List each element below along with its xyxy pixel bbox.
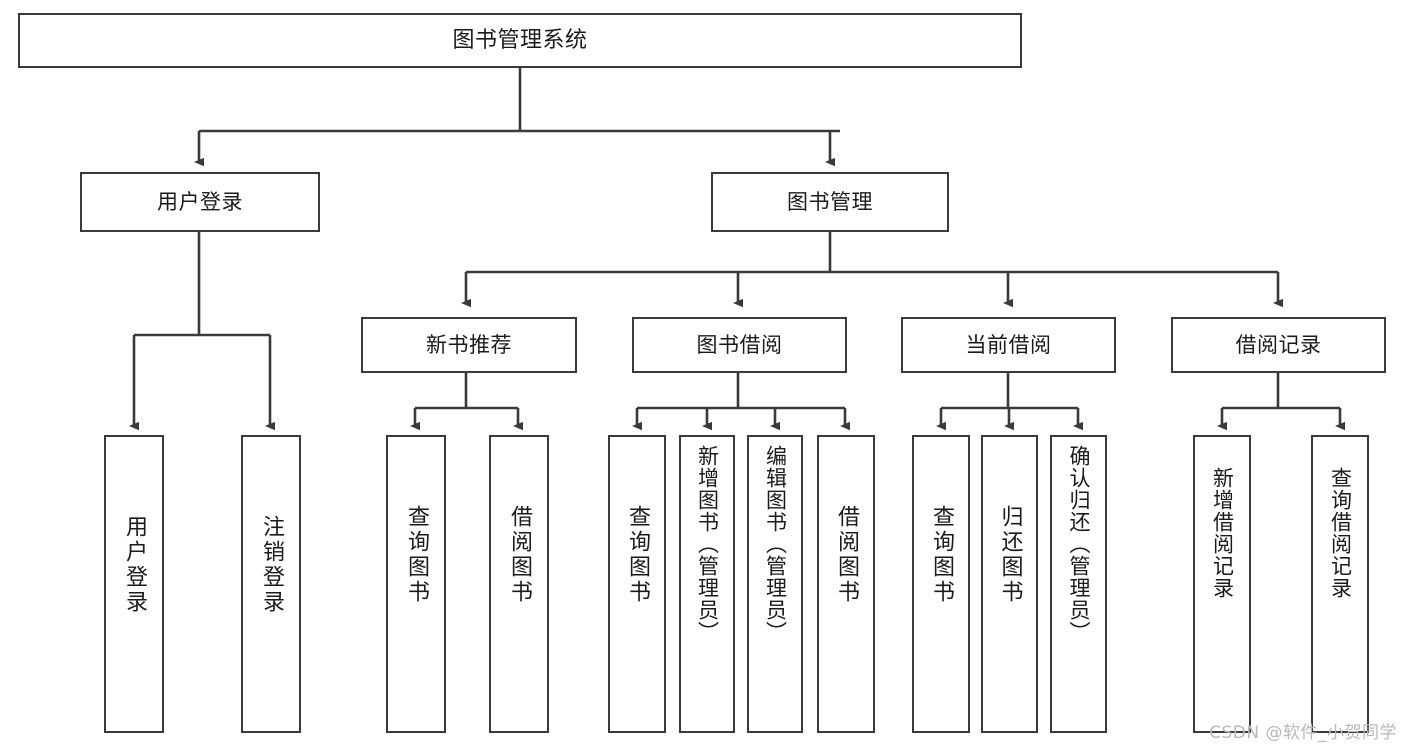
node-label: 查询图书 xyxy=(625,505,650,605)
node-label: 确认归还（管理员） xyxy=(1067,445,1091,643)
node-label: 借阅图书 xyxy=(507,505,532,605)
leaf-current-borrow-return[interactable]: 归还图书 xyxy=(981,435,1038,733)
node-label: 图书管理系统 xyxy=(452,27,588,53)
node-label: 新书推荐 xyxy=(426,332,512,357)
node-label: 用户登录 xyxy=(122,515,147,615)
node-current-borrow[interactable]: 当前借阅 xyxy=(901,317,1116,373)
node-label: 图书管理 xyxy=(787,189,873,214)
leaf-new-book-query[interactable]: 查询图书 xyxy=(386,435,446,733)
node-label: 新增图书（管理员） xyxy=(695,445,720,643)
node-label: 新增借阅记录 xyxy=(1210,467,1235,599)
leaf-new-book-borrow[interactable]: 借阅图书 xyxy=(489,435,549,733)
node-user-login[interactable]: 用户登录 xyxy=(80,172,320,232)
leaf-current-borrow-confirm[interactable]: 确认归还（管理员） xyxy=(1050,435,1107,733)
leaf-book-borrow-borrow[interactable]: 借阅图书 xyxy=(817,435,875,733)
leaf-book-borrow-add[interactable]: 新增图书（管理员） xyxy=(679,435,735,733)
node-label: 查询图书 xyxy=(404,505,429,605)
node-label: 借阅图书 xyxy=(834,505,859,605)
node-label: 注销登录 xyxy=(259,515,284,615)
leaf-book-borrow-edit[interactable]: 编辑图书（管理员） xyxy=(747,435,803,733)
node-new-book-recommend[interactable]: 新书推荐 xyxy=(361,317,577,373)
node-root-system[interactable]: 图书管理系统 xyxy=(18,13,1022,68)
node-borrow-record[interactable]: 借阅记录 xyxy=(1171,317,1386,373)
node-label: 归还图书 xyxy=(997,505,1023,605)
watermark: CSDN @软件_小贺同学 xyxy=(1209,723,1397,743)
node-label: 编辑图书（管理员） xyxy=(763,445,788,643)
node-label: 查询图书 xyxy=(929,505,954,605)
leaf-user-login-signin[interactable]: 用户登录 xyxy=(104,435,164,733)
node-label: 借阅记录 xyxy=(1235,332,1322,357)
node-label: 用户登录 xyxy=(157,189,243,214)
leaf-borrow-record-query[interactable]: 查询借阅记录 xyxy=(1311,435,1369,733)
leaf-user-login-signout[interactable]: 注销登录 xyxy=(241,435,301,733)
leaf-borrow-record-add[interactable]: 新增借阅记录 xyxy=(1193,435,1251,733)
node-label: 当前借阅 xyxy=(965,332,1052,357)
node-book-management[interactable]: 图书管理 xyxy=(711,172,949,232)
leaf-book-borrow-query[interactable]: 查询图书 xyxy=(608,435,666,733)
node-book-borrow[interactable]: 图书借阅 xyxy=(632,317,847,373)
node-label: 查询借阅记录 xyxy=(1328,467,1353,599)
leaf-current-borrow-query[interactable]: 查询图书 xyxy=(912,435,970,733)
node-label: 图书借阅 xyxy=(696,332,783,357)
